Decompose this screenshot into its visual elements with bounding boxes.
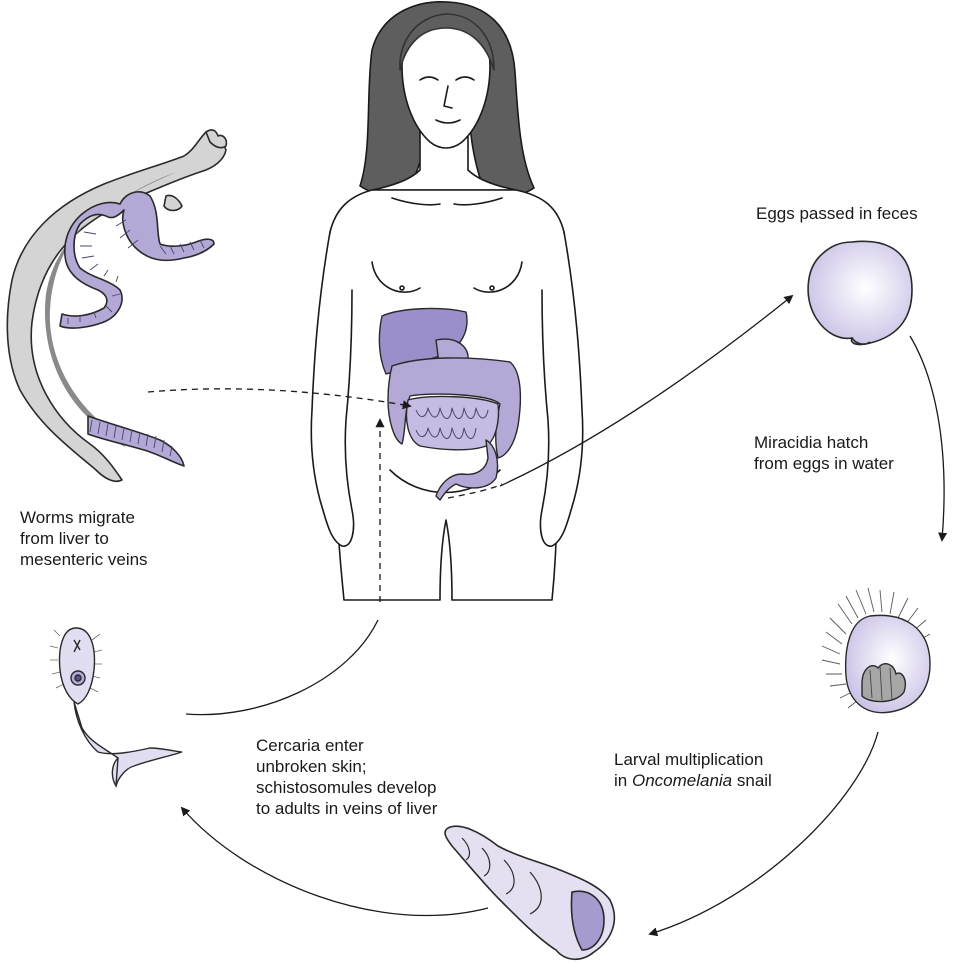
small-intestine: [407, 397, 499, 450]
arrow-snail-to-cercaria: [182, 808, 488, 916]
label-larval-prefix: in: [614, 771, 632, 790]
egg-shell: [808, 241, 912, 344]
snail-shell-icon: [445, 826, 614, 959]
female-worm: [60, 192, 214, 328]
label-eggs-line: Eggs passed in feces: [756, 203, 918, 224]
arrow-cercaria-to-body: [186, 620, 378, 715]
cercaria-icon: [50, 628, 182, 786]
cercaria-body: [60, 628, 95, 704]
male-worm-sucker: [164, 195, 182, 210]
label-eggs-passed: Eggs passed in feces: [756, 203, 918, 224]
label-cercaria-enter: Cercaria enter unbroken skin; schistosom…: [256, 735, 437, 819]
egg-icon: [808, 241, 912, 344]
label-cercaria-line-1: Cercaria enter: [256, 735, 437, 756]
label-worms-line-3: mesenteric veins: [20, 549, 148, 570]
label-miracidia-hatch: Miracidia hatch from eggs in water: [754, 432, 894, 474]
label-cercaria-line-4: to adults in veins of liver: [256, 798, 437, 819]
label-larval-line-1: Larval multiplication: [614, 749, 772, 770]
label-larval-line-2: in Oncomelania snail: [614, 770, 772, 791]
miracidium-icon: [822, 588, 930, 713]
label-larval-suffix: snail: [732, 771, 772, 790]
label-cercaria-line-2: unbroken skin;: [256, 756, 437, 777]
label-larval-genus: Oncomelania: [632, 771, 732, 790]
right-arm: [540, 232, 582, 546]
label-worms-migrate: Worms migrate from liver to mesenteric v…: [20, 507, 148, 570]
human-figure-icon: [311, 2, 582, 600]
arrow-egg-to-miracidium: [910, 336, 944, 540]
torso: [328, 190, 567, 600]
left-arm: [311, 232, 353, 546]
label-worms-line-1: Worms migrate: [20, 507, 148, 528]
adult-worm-pair-icon: [7, 130, 226, 481]
label-cercaria-line-3: schistosomules develop: [256, 777, 437, 798]
label-miracidia-line-2: from eggs in water: [754, 453, 894, 474]
label-miracidia-line-1: Miracidia hatch: [754, 432, 894, 453]
label-worms-line-2: from liver to: [20, 528, 148, 549]
cercaria-tail: [74, 702, 182, 786]
label-larval-multiplication: Larval multiplication in Oncomelania sna…: [614, 749, 772, 791]
cercaria-sucker-inner: [75, 675, 81, 681]
